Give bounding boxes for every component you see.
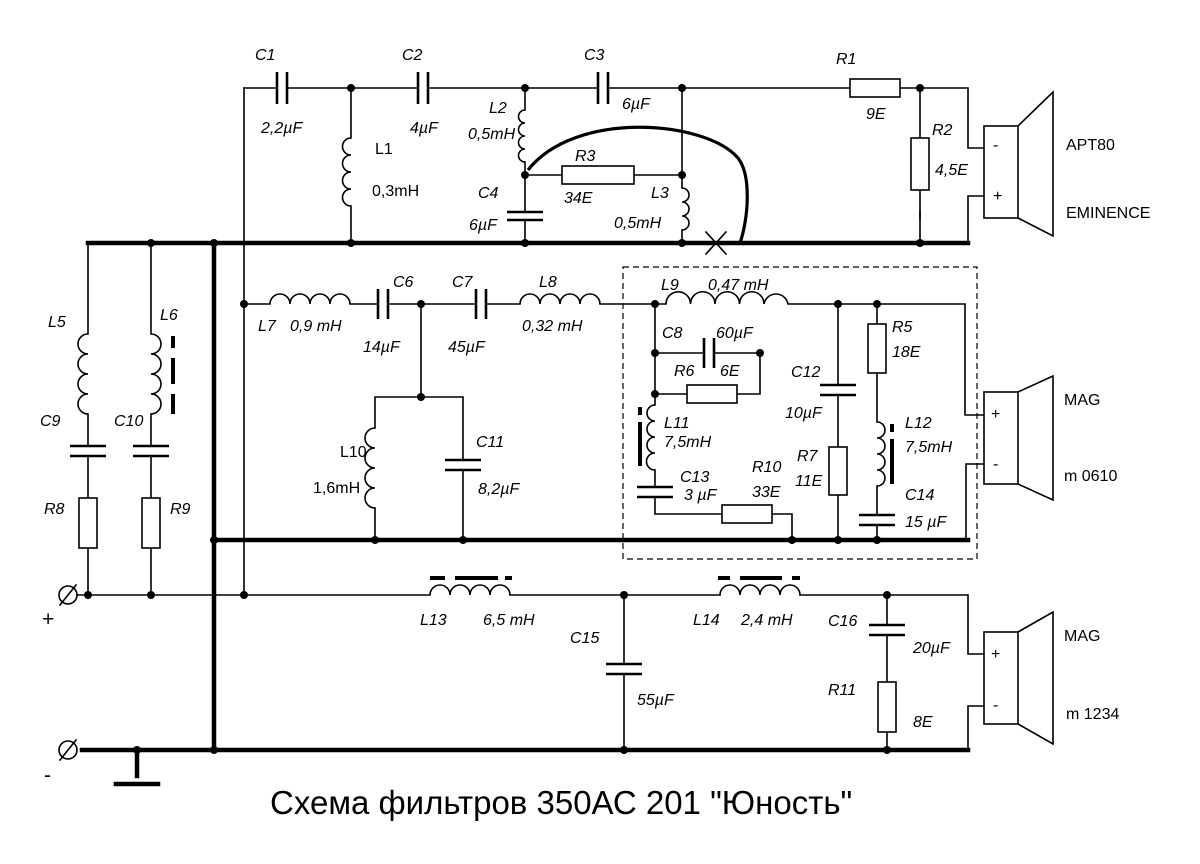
c3-ref: C3: [584, 47, 605, 64]
tweeter-model: APT80: [1066, 137, 1115, 154]
l2-value: 0,5mH: [468, 126, 516, 143]
woofer-pol-bottom: -: [993, 697, 998, 714]
wires: [69, 87, 985, 787]
r7-value: 11E: [795, 473, 823, 490]
c8-value: 60µF: [716, 325, 754, 342]
l12-value: 7,5mH: [905, 439, 953, 456]
c3-value: 6µF: [622, 96, 651, 113]
l9-value: 0,47 mH: [708, 277, 769, 294]
c11-ref: C11: [476, 434, 504, 451]
speaker-woofer: + - MAG m 1234: [983, 610, 1119, 746]
r11-value: 8E: [913, 714, 933, 731]
input-terminal-minus: -: [44, 738, 78, 787]
tweeter-pol-top: -: [993, 137, 998, 154]
c14-ref: C14: [905, 487, 934, 504]
r6-ref: R6: [674, 363, 695, 380]
c11-value: 8,2µF: [478, 481, 520, 498]
junctions: [84, 84, 924, 754]
l2-ref: L2: [489, 100, 507, 117]
l12-ref: L12: [905, 415, 932, 432]
c7-ref: C7: [452, 274, 474, 291]
r1-value: 9E: [866, 106, 886, 123]
c13-value: 3 µF: [684, 487, 718, 504]
c14-value: 15 µF: [905, 514, 947, 531]
r2-ref: R2: [932, 122, 953, 139]
l14-ref: L14: [693, 612, 720, 629]
l9-ref: L9: [661, 277, 679, 294]
r5-value: 18E: [892, 344, 921, 361]
woofer-brand: MAG: [1064, 628, 1100, 645]
speaker-tweeter: - + APT80 EMINENCE: [983, 90, 1150, 238]
c7-value: 45µF: [448, 339, 486, 356]
r10-value: 33E: [752, 484, 781, 501]
c12-value: 10µF: [785, 405, 823, 422]
r1-ref: R1: [836, 51, 856, 68]
c8-ref: C8: [662, 325, 683, 342]
c15-value: 55µF: [637, 692, 675, 709]
r3-value: 34E: [564, 190, 593, 207]
l13-value: 6,5 mH: [483, 612, 535, 629]
r3-ref: R3: [575, 148, 596, 165]
l7-value: 0,9 mH: [290, 318, 342, 335]
l8-value: 0,32 mH: [522, 318, 583, 335]
l11-ref: L11: [664, 415, 690, 432]
mid-pol-top: +: [991, 406, 1000, 423]
r8-ref: R8: [44, 501, 65, 518]
speaker-mid: + - MAG m 0610: [983, 374, 1117, 502]
tweeter-brand: EMINENCE: [1066, 205, 1150, 222]
c10-ref: C10: [114, 413, 143, 430]
l8-ref: L8: [539, 274, 557, 291]
c6-ref: C6: [393, 274, 414, 291]
capacitors: [70, 72, 905, 676]
c4-ref: C4: [478, 185, 499, 202]
resistors: [78, 78, 930, 733]
l3-ref: L3: [651, 185, 669, 202]
l14-value: 2,4 mH: [740, 612, 793, 629]
c1-ref: C1: [255, 47, 275, 64]
r9-ref: R9: [170, 501, 191, 518]
c16-value: 20µF: [912, 640, 951, 657]
c12-ref: C12: [791, 364, 820, 381]
woofer-model: m 1234: [1066, 706, 1119, 723]
component-labels: C1 2,2µF C2 4µF C3 6µF L1 0,3mH L2 0,5mH…: [40, 47, 968, 731]
c15-ref: C15: [570, 630, 599, 647]
inductors: [77, 109, 894, 596]
r5-ref: R5: [892, 319, 913, 336]
tweeter-pol-bottom: +: [993, 188, 1002, 205]
woofer-pol-top: +: [991, 646, 1000, 663]
input-terminal-plus: +: [42, 583, 78, 631]
mid-brand: MAG: [1064, 392, 1100, 409]
r11-ref: R11: [828, 682, 856, 699]
c9-ref: C9: [40, 413, 61, 430]
l1-ref: L1: [375, 141, 393, 158]
mid-model: m 0610: [1064, 468, 1117, 485]
c4-value: 6µF: [469, 217, 498, 234]
c1-value: 2,2µF: [260, 120, 303, 137]
r10-ref: R10: [752, 459, 781, 476]
l5-ref: L5: [48, 314, 66, 331]
l10-ref: L10: [340, 444, 367, 461]
plus-sign: +: [42, 608, 54, 631]
c13-ref: C13: [680, 469, 709, 486]
l13-ref: L13: [420, 612, 447, 629]
l7-ref: L7: [258, 318, 277, 335]
l3-value: 0,5mH: [614, 215, 662, 232]
schematic-title: Схема фильтров 350АС 201 "Юность": [270, 784, 852, 821]
l10-value: 1,6mH: [313, 480, 360, 497]
minus-sign: -: [44, 764, 51, 787]
l11-value: 7,5mH: [664, 434, 712, 451]
c16-ref: C16: [828, 613, 857, 630]
l6-ref: L6: [160, 307, 178, 324]
l1-value: 0,3mH: [372, 183, 419, 200]
c2-value: 4µF: [410, 120, 439, 137]
mid-pol-bottom: -: [993, 456, 998, 473]
r2-value: 4,5E: [935, 162, 968, 179]
r6-value: 6E: [720, 363, 740, 380]
c6-value: 14µF: [363, 339, 401, 356]
r7-ref: R7: [797, 448, 819, 465]
c2-ref: C2: [402, 47, 423, 64]
